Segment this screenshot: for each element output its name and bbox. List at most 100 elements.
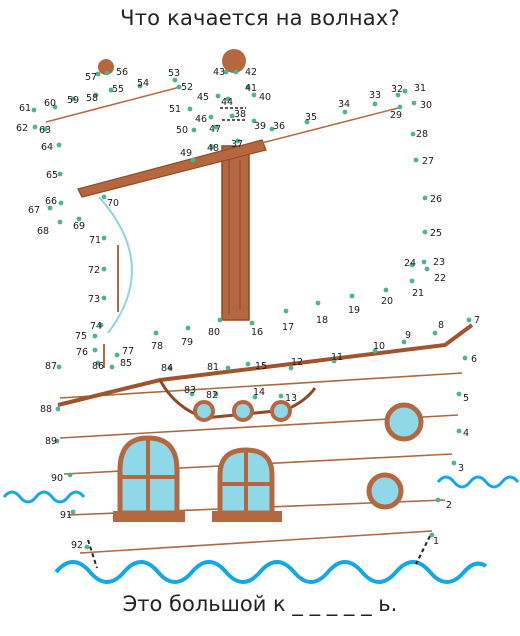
dot-label-78: 78	[151, 341, 163, 352]
dot-label-76: 76	[76, 347, 88, 358]
dot-label-10: 10	[373, 341, 385, 352]
dot-label-72: 72	[88, 265, 100, 276]
dot-53	[172, 77, 178, 83]
dot-30	[411, 100, 417, 106]
dot-label-31: 31	[414, 83, 426, 94]
dot-48	[209, 144, 215, 150]
dot-77	[114, 352, 120, 358]
dot-label-3: 3	[458, 463, 464, 474]
dot-label-73: 73	[88, 294, 100, 305]
dot-label-25: 25	[430, 228, 442, 239]
dot-label-92: 92	[71, 540, 83, 551]
flag-ball-left	[98, 59, 114, 75]
dot-61	[31, 107, 37, 113]
dot-45	[215, 93, 221, 99]
dot-label-59: 59	[67, 95, 79, 106]
dot-50	[191, 127, 197, 133]
dot-label-8: 8	[438, 320, 444, 331]
dot-55	[108, 87, 114, 93]
dot-label-69: 69	[73, 221, 85, 232]
dot-57	[95, 71, 101, 77]
dot-43	[223, 69, 229, 75]
dot-label-60: 60	[44, 98, 56, 109]
dot-90	[67, 472, 73, 478]
dot-label-24: 24	[404, 258, 416, 269]
dot-label-74: 74	[90, 321, 102, 332]
dot-label-2: 2	[446, 500, 452, 511]
dot-label-43: 43	[213, 67, 225, 78]
mast	[221, 145, 250, 321]
dot-5	[456, 391, 462, 397]
arched-windows-icon	[113, 435, 282, 522]
dot-23	[421, 259, 427, 265]
dot-82	[213, 391, 219, 397]
dot-86	[95, 360, 101, 366]
dot-85	[109, 364, 115, 370]
dot-52	[176, 84, 182, 90]
dot-label-35: 35	[305, 112, 317, 123]
dot-label-82: 82	[206, 390, 218, 401]
flag-ball-right	[222, 49, 246, 73]
dot-16	[249, 320, 255, 326]
dot-label-58: 58	[86, 93, 98, 104]
dot-label-53: 53	[168, 68, 180, 79]
dot-63	[42, 126, 48, 132]
dot-label-14: 14	[253, 387, 265, 398]
dot-label-40: 40	[259, 92, 271, 103]
dot-33	[372, 101, 378, 107]
dot-66	[58, 200, 64, 206]
dot-54	[137, 83, 143, 89]
dot-49	[190, 157, 196, 163]
dot-label-11: 11	[331, 352, 343, 363]
dot-4	[456, 428, 462, 434]
dot-label-49: 49	[180, 148, 192, 159]
dot-label-39: 39	[254, 121, 266, 132]
dot-51	[187, 106, 193, 112]
dot-label-12: 12	[291, 357, 303, 368]
dot-47	[213, 124, 219, 130]
dot-1	[429, 532, 435, 538]
dot-label-4: 4	[463, 428, 469, 439]
dot-88	[55, 406, 61, 412]
dot-37	[235, 138, 241, 144]
dot-label-45: 45	[197, 92, 209, 103]
dot-label-89: 89	[45, 436, 57, 447]
dot-label-29: 29	[390, 110, 402, 121]
dot-label-71: 71	[89, 235, 101, 246]
dot-2	[435, 497, 441, 503]
dot-label-79: 79	[181, 337, 193, 348]
dot-label-65: 65	[46, 170, 58, 181]
dot-label-67: 67	[28, 205, 40, 216]
dot-25	[422, 229, 428, 235]
dot-label-17: 17	[282, 322, 294, 333]
dot-label-62: 62	[16, 123, 28, 134]
dot-70	[101, 194, 107, 200]
dot-label-52: 52	[181, 82, 193, 93]
dot-14	[252, 394, 258, 400]
dot-label-87: 87	[45, 361, 57, 372]
dot-15	[245, 361, 251, 367]
dot-11	[331, 358, 337, 364]
dot-92	[84, 544, 90, 550]
dot-84	[167, 365, 173, 371]
dot-label-13: 13	[285, 393, 297, 404]
dot-label-83: 83	[184, 385, 196, 396]
dot-13	[278, 393, 284, 399]
dot-81	[225, 365, 231, 371]
dot-label-16: 16	[251, 327, 263, 338]
dot-label-32: 32	[391, 84, 403, 95]
dot-21	[409, 278, 415, 284]
dot-78	[153, 330, 159, 336]
dot-12	[288, 365, 294, 371]
dot-label-70: 70	[107, 198, 119, 209]
dot-73	[101, 295, 107, 301]
dot-label-1: 1	[433, 536, 439, 547]
dot-35	[304, 119, 310, 125]
dot-label-44: 44	[221, 97, 233, 108]
dot-7	[466, 317, 472, 323]
dot-59	[70, 96, 76, 102]
dot-74	[98, 322, 104, 328]
dot-label-64: 64	[41, 142, 53, 153]
dot-64	[56, 142, 62, 148]
